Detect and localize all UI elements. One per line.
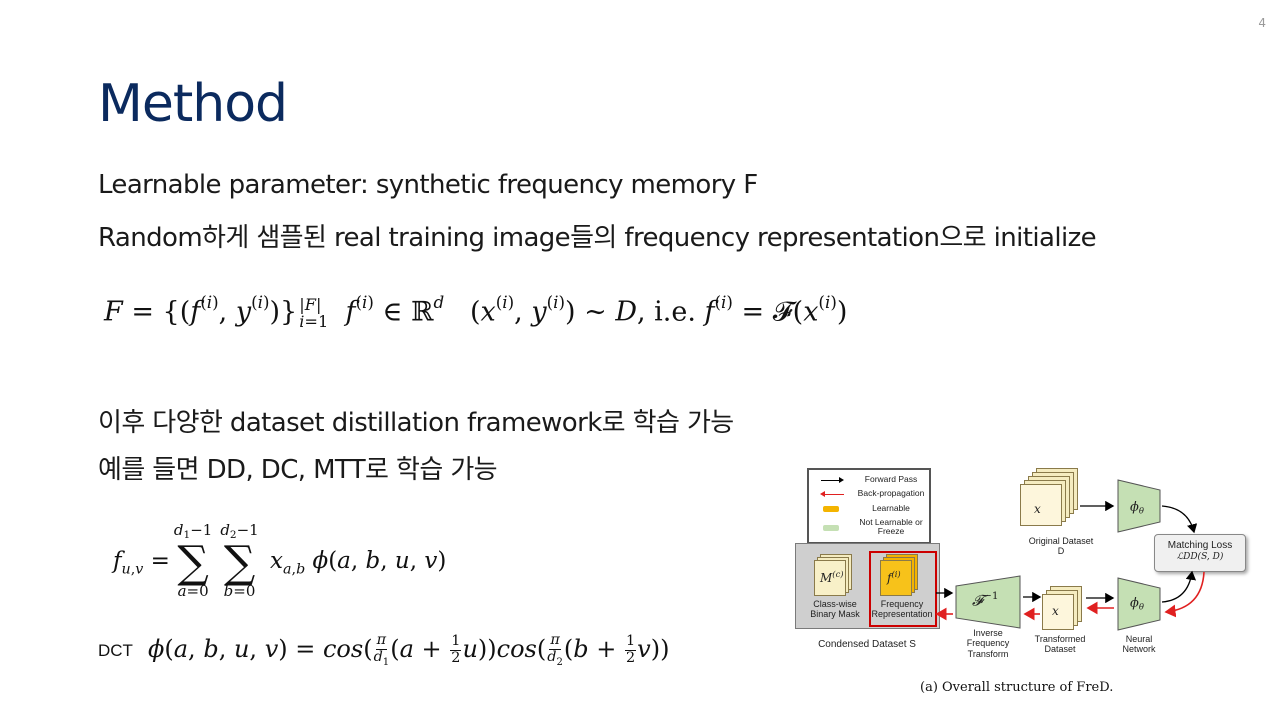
- matching-label: Matching Loss: [1167, 540, 1233, 551]
- forward-top-network-to-loss: [1161, 505, 1198, 534]
- equation-dct-sum: fu,v = d1−1∑a=0 d2−1∑b=0 xa,b ϕ(a, b, u,…: [113, 521, 447, 601]
- transformed-label: Transformed Dataset: [1034, 634, 1086, 655]
- body-line-2: Random하게 샘플된 real training image들의 frequ…: [98, 223, 1097, 253]
- body-line-1: Learnable parameter: synthetic frequency…: [98, 170, 758, 200]
- theta-symbol-top: ϕθ: [1130, 500, 1144, 516]
- learnable-swatch-icon: [823, 506, 839, 512]
- backprop-loss-to-network: [1164, 571, 1205, 618]
- forward-bottom-network-to-loss: [1161, 570, 1197, 603]
- legend-backprop: Back-propagation: [857, 488, 925, 498]
- figure-arrows: [935, 500, 1205, 621]
- transformed-symbol: x: [1052, 604, 1059, 618]
- mask-label: Class-wise Binary Mask: [810, 599, 860, 620]
- condensed-label: Condensed Dataset S: [818, 639, 916, 650]
- mask-symbol: M(c): [820, 569, 844, 586]
- slide-number: 4: [1258, 16, 1266, 30]
- figure-legend: Forward Pass Back-propagation Learnable …: [807, 468, 931, 544]
- inverse-symbol: 𝓕−1: [972, 590, 999, 610]
- body-line-4: 예를 들면 DD, DC, MTT로 학습 가능: [98, 455, 498, 485]
- fred-figure: Forward Pass Back-propagation Learnable …: [790, 462, 1250, 702]
- original-symbol: x: [1034, 502, 1041, 516]
- backprop-arrow-icon: [824, 494, 844, 495]
- neural-label: Neural Network: [1122, 634, 1156, 655]
- page-title: Method: [98, 74, 288, 134]
- freq-symbol: f(i): [887, 569, 901, 586]
- legend-forward: Forward Pass: [864, 474, 918, 484]
- legend-learnable: Learnable: [872, 503, 910, 513]
- matching-loss-box: Matching Loss ℒDD(S, D): [1154, 534, 1246, 572]
- inverse-label: Inverse Frequency Transform: [966, 628, 1010, 659]
- figure-caption: (a) Overall structure of FreD.: [920, 680, 1114, 695]
- freq-label: Frequency Representation: [871, 599, 933, 620]
- legend-not-learnable: Not Learnable or Freeze: [859, 517, 923, 537]
- inverse-transform-block: [955, 575, 1021, 629]
- theta-symbol-bottom: ϕθ: [1130, 596, 1144, 612]
- matching-formula: ℒDD(S, D): [1176, 552, 1224, 562]
- equation-memory: F = {(f(i), y(i))}|F|i=1 f(i) ∈ ℝd (x(i)…: [104, 291, 848, 331]
- not-learnable-swatch-icon: [823, 525, 839, 531]
- original-label: Original Dataset D: [1028, 536, 1094, 557]
- forward-arrow-icon: [821, 480, 841, 481]
- freq-highlight-box: [869, 551, 937, 627]
- dct-label: DCT: [98, 641, 133, 660]
- neural-network-top: [1117, 479, 1161, 533]
- neural-network-bottom: [1117, 577, 1161, 631]
- body-line-3: 이후 다양한 dataset distillation framework로 학…: [98, 408, 734, 438]
